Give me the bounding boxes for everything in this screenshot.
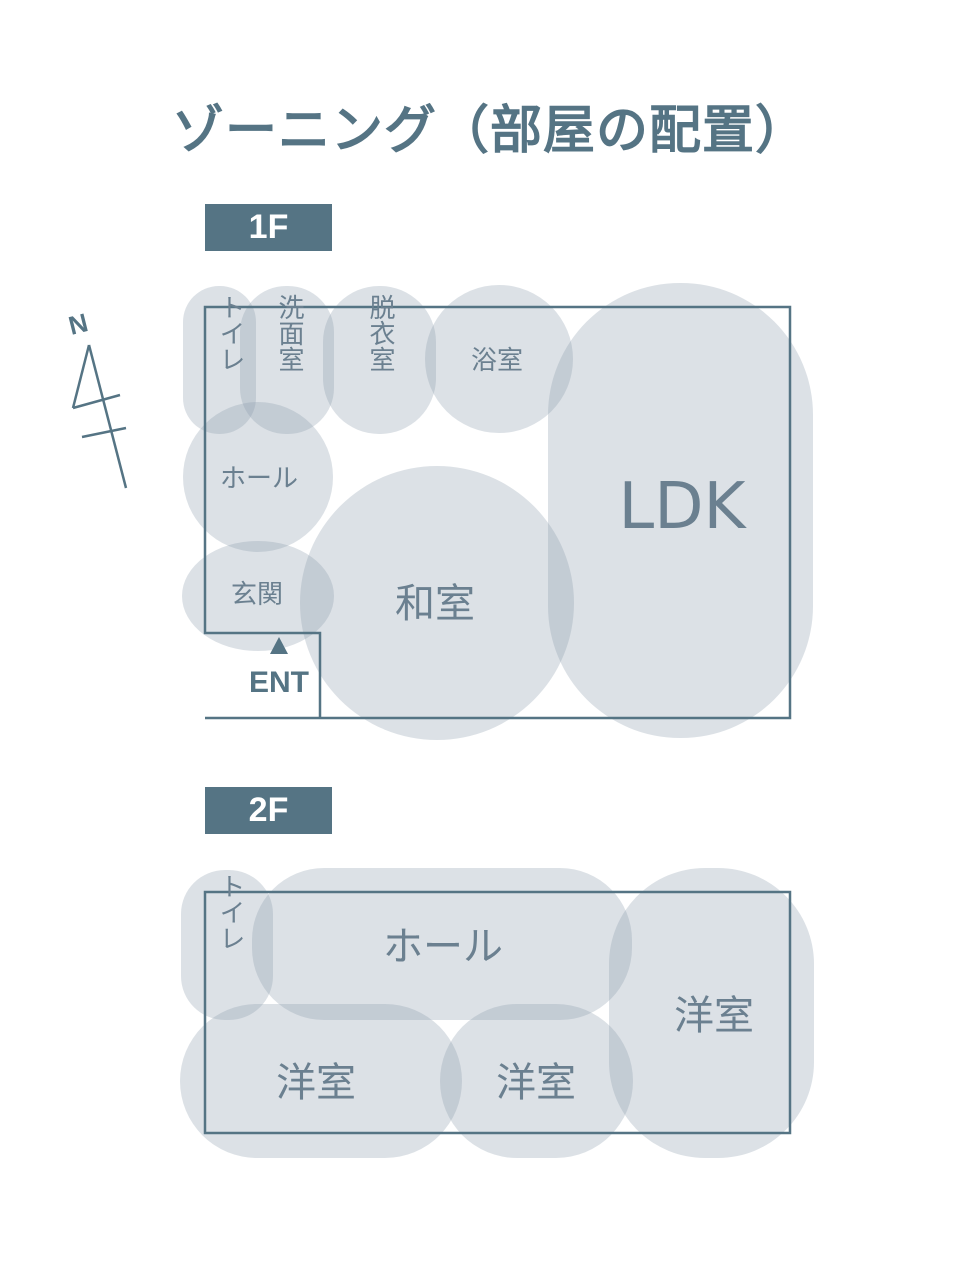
- entrance-triangle-icon: [270, 637, 288, 654]
- zone-washitsu: [300, 466, 574, 740]
- room-label-hall-2f: ホール: [383, 924, 503, 970]
- compass-arrow-base: [72, 393, 121, 410]
- room-label-dressing: 脱衣室: [365, 294, 395, 372]
- zone-western-left: [180, 1004, 462, 1158]
- room-label-western-left: 洋室: [276, 1060, 356, 1106]
- zone-washroom: [240, 286, 334, 434]
- zone-hall-1f: [183, 402, 333, 552]
- zone-hall-2f: [252, 868, 632, 1020]
- room-label-entrance: 玄関: [231, 580, 283, 610]
- room-label-bath: 浴室: [471, 346, 523, 376]
- entrance-mark: ENT: [249, 666, 309, 699]
- zone-western-right: [609, 868, 814, 1158]
- page-title: ゾーニング（部屋の配置）: [171, 101, 808, 161]
- north-letter: N: [66, 307, 91, 341]
- room-label-western-right: 洋室: [674, 993, 754, 1039]
- room-label-toilet-2f: トイレ: [215, 873, 245, 951]
- room-label-washitsu: 和室: [395, 581, 475, 627]
- room-label-ldk: LDK: [619, 470, 748, 544]
- floor2-labels: トイレ ホール 洋室 洋室 洋室: [215, 873, 754, 1106]
- compass-arrow-left: [71, 344, 91, 409]
- compass-cross: [81, 426, 127, 439]
- floor-badge-2f: 2F: [205, 787, 332, 834]
- compass-needle: [87, 344, 128, 489]
- north-compass-icon: N: [66, 307, 128, 489]
- zone-entrance: [182, 541, 334, 651]
- zone-toilet-1f: [183, 286, 256, 434]
- floor1-zones: [182, 283, 813, 740]
- room-label-toilet-1f: トイレ: [215, 294, 245, 372]
- floor2-zones: [180, 868, 814, 1158]
- zone-ldk: [548, 283, 813, 738]
- zone-dressing: [323, 286, 436, 434]
- floor1-labels: トイレ 洗面室 脱衣室 浴室 LDK ホール 玄関 和室: [215, 294, 747, 627]
- floor-badge-1f: 1F: [205, 204, 332, 251]
- floor1-walls: [203, 305, 792, 720]
- room-label-western-center: 洋室: [496, 1060, 576, 1106]
- floor2-walls: [203, 890, 792, 1135]
- zone-bath: [425, 285, 573, 433]
- room-label-hall-1f: ホール: [220, 464, 298, 494]
- room-label-washroom: 洗面室: [274, 294, 304, 372]
- zone-western-center: [440, 1004, 633, 1158]
